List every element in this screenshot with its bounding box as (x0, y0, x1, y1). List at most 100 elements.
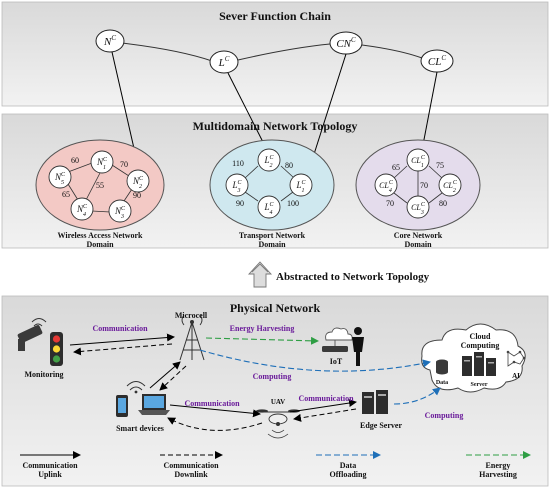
svg-text:NC4: NC4 (76, 204, 88, 218)
t-weight-110: 110 (232, 159, 244, 168)
t-node-1-base: L (295, 180, 301, 190)
abstract-arrow-icon (247, 261, 273, 288)
sfc-node-cn-base: CN (336, 38, 351, 50)
c-node-2-sub: 2 (453, 188, 456, 194)
sfc-node-cl: CLC (420, 49, 454, 73)
energy-label: Energy Harvesting (230, 324, 295, 333)
ai-brain-icon (506, 350, 526, 367)
link-devices-microcell-down (159, 365, 187, 391)
t-node-3-sup: C (238, 180, 243, 186)
iot-label: IoT (330, 357, 343, 366)
w-node-3-sup: C (121, 206, 126, 212)
c-node-1-sup: C (421, 155, 426, 161)
edge-server-icon (362, 390, 388, 414)
sfc-link-cn-cl (361, 44, 423, 59)
t-node-1: LC 1 (289, 173, 313, 197)
w-node-4-sub: 4 (83, 211, 86, 218)
link-monitor-microcell-down (73, 343, 173, 356)
smart-devices-label: Smart devices (116, 424, 164, 433)
abstract-label: Abstracted to Network Topology (276, 271, 430, 283)
svg-text:LC1: LC 1 (295, 180, 306, 194)
sfc-node-cl-sup: C (441, 54, 446, 62)
link-energy-harvest (205, 336, 319, 345)
sfc-node-n: NC (95, 29, 125, 53)
uav-label: UAV (271, 398, 285, 406)
t-node-4-sub: 4 (270, 209, 273, 216)
svg-text:LC4: LC4 (263, 202, 274, 216)
c-node-1-sub: 1 (421, 163, 424, 169)
t-node-1-sup: C (302, 180, 307, 186)
link-monitor-microcell-up (69, 333, 175, 346)
sfc-node-l: LC (209, 50, 239, 74)
data-label: Data (436, 380, 448, 386)
t-node-4-base: L (263, 202, 269, 212)
t-weight-80: 80 (285, 161, 293, 170)
svg-text:LC2: LC2 (263, 155, 274, 169)
laptop-icon (138, 394, 170, 415)
link-uav-edge-up (289, 399, 357, 413)
legend-offload-1: Data (340, 461, 356, 470)
domain-transport-ellipse (209, 139, 335, 231)
cloud-label-1: Cloud (470, 332, 491, 341)
smartphone-icon (116, 395, 128, 417)
t-node-2-sup: C (270, 155, 275, 161)
person-icon (352, 327, 364, 366)
w-weight-90: 90 (133, 191, 141, 200)
camera-icon (17, 318, 47, 351)
map-arrow-l (227, 72, 268, 151)
c-node-1-base: CL (411, 156, 421, 165)
svg-text:NC: NC (103, 34, 116, 48)
w-node-1-sub: 1 (103, 165, 106, 171)
cloud-icon (421, 323, 526, 393)
monitoring-label: Monitoring (24, 370, 63, 379)
domain-wireless-ellipse (35, 139, 165, 231)
svg-text:NC2: NC2 (132, 176, 144, 190)
legend-downlink-2: Downlink (174, 470, 208, 479)
c-node-3-base: CL (411, 203, 421, 212)
t-weight-100: 100 (287, 199, 299, 208)
sfc-node-n-sup: C (111, 34, 116, 42)
c-weight-70b: 70 (386, 199, 394, 208)
traffic-light-icon (50, 332, 63, 366)
physical-title: Physical Network (230, 301, 321, 315)
domain-transport-name-1: Transport Network (239, 231, 306, 240)
legend-offload-2: Offloading (330, 470, 367, 479)
server-label: Server (471, 382, 488, 388)
wifi-icon (126, 381, 146, 394)
link-devices-uav-up (169, 404, 261, 418)
link-microcell-cloud (199, 349, 431, 372)
c-weight-75: 75 (436, 161, 444, 170)
t-node-4-sup: C (270, 202, 275, 208)
sfc-title: Sever Function Chain (219, 9, 331, 23)
c-node-2-base: CL (443, 181, 453, 190)
w-node-3-sub: 3 (120, 214, 124, 220)
svg-text:NC5: NC5 (54, 172, 66, 186)
t-node-1-sub: 1 (302, 188, 305, 194)
w-node-4-sup: C (83, 204, 88, 210)
ai-label: AI (512, 372, 520, 380)
comm-label-2: Communication (184, 399, 240, 408)
microcell-label: Microcell (175, 311, 208, 320)
sfc-node-cn: CNC (329, 31, 363, 55)
t-node-3-sub: 3 (237, 188, 241, 194)
sfc-node-cl-base: CL (428, 56, 441, 68)
domain-core-name-1: Core Network (394, 231, 443, 240)
sfc-node-l-sup: C (225, 55, 230, 63)
w-weight-65: 65 (62, 190, 70, 199)
legend: Communication Uplink Communication Downl… (20, 451, 531, 479)
svg-text:NC1: NC1 (96, 157, 108, 171)
microcell-tower-icon (179, 314, 205, 361)
w-node-1-base: N (96, 157, 104, 167)
svg-text:LC3: LC3 (231, 180, 242, 194)
